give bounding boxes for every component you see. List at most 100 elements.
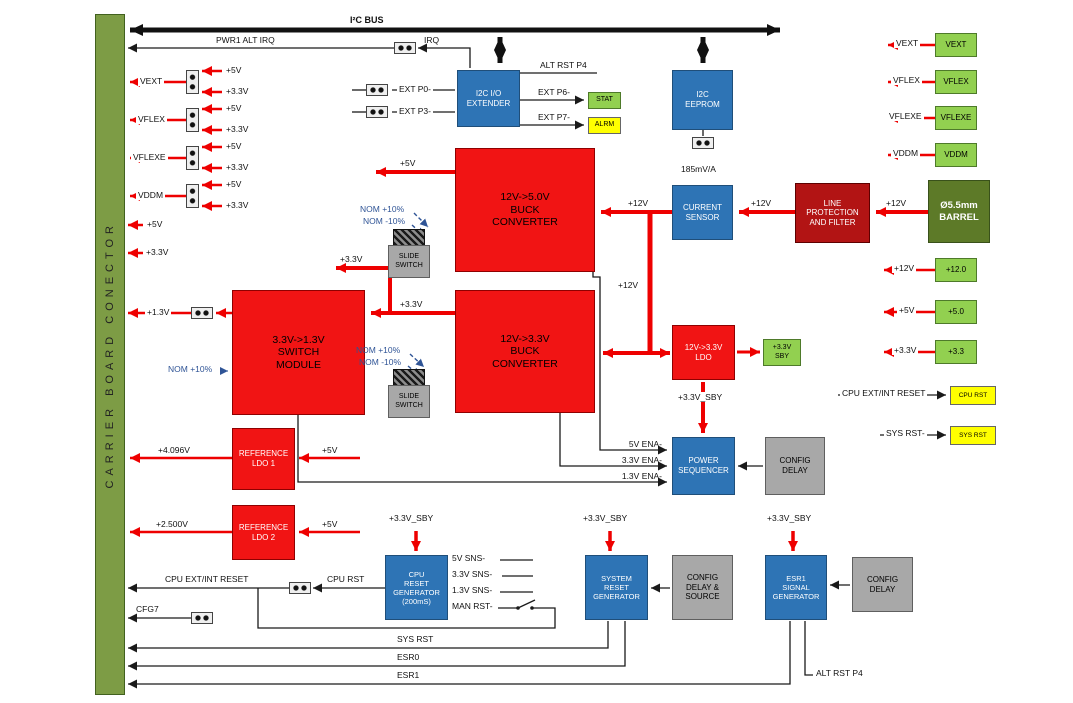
port-cpu-rst: CPU RST xyxy=(950,386,996,405)
ext-p7-label: EXT P7- xyxy=(538,112,570,122)
ena-1v3-label: 1.3V ENA- xyxy=(621,471,662,481)
ldo-12v-3v3-block: 12V->3.3V LDO xyxy=(672,325,735,380)
p5v-label: +5V xyxy=(226,103,242,113)
sby-sys-label: +3.3V_SBY xyxy=(583,513,628,523)
ref1-out-label: +4.096V xyxy=(158,445,190,455)
port-vext: VEXT xyxy=(935,33,977,57)
nom-minus10-label: NOM -10% xyxy=(363,216,406,226)
nom-plus10-label: NOM +10% xyxy=(356,345,401,355)
alrm-indicator: ALRM xyxy=(588,117,621,134)
p12v-label: +12V xyxy=(751,198,772,208)
jumper-cpu-rst xyxy=(289,582,311,594)
sys-rst-right-label: SYS RST- xyxy=(884,428,927,439)
esr0-label: ESR0 xyxy=(397,652,420,662)
p33v-wire-label: +3.3V xyxy=(892,345,919,356)
sns-3v3-label: 3.3V SNS- xyxy=(452,569,493,579)
ext-p3-label: EXT P3- xyxy=(397,106,433,117)
sensitivity-label: 185mV/A xyxy=(679,164,718,175)
config-delay-block-2: CONFIG DELAY xyxy=(852,557,913,612)
vext-wire-label: VEXT xyxy=(894,38,921,49)
buck33-out-label: +3.3V xyxy=(400,299,423,309)
port-vflex: VFLEX xyxy=(935,70,977,94)
pwr1-alt-irq-label: PWR1 ALT IRQ xyxy=(216,35,275,45)
p5v-label: +5V xyxy=(226,141,242,151)
alt-rst-p4-bottom-label: ALT RST P4 xyxy=(816,668,863,678)
carrier-board-connector-label: CARRIER BOARD CONECTOR xyxy=(104,220,116,489)
esr1-signal-generator-block: ESR1 SIGNAL GENERATOR xyxy=(765,555,827,620)
alt-rst-p4-top-label: ALT RST P4 xyxy=(540,60,587,70)
switch-module-block: 3.3V->1.3V SWITCH MODULE xyxy=(232,290,365,415)
i2c-bus-wires xyxy=(130,24,780,63)
jumper-cfg7 xyxy=(191,612,213,624)
port-vddm: VDDM xyxy=(935,143,977,167)
current-sensor-block: CURRENT SENSOR xyxy=(672,185,733,240)
system-reset-generator-block: SYSTEM RESET GENERATOR xyxy=(585,555,648,620)
p33v-label: +3.3V xyxy=(226,124,249,134)
port-sys-rst: SYS RST xyxy=(950,426,996,445)
port-3v3: +3.3 xyxy=(935,340,977,364)
cfg7-label: CFG7 xyxy=(136,604,159,614)
i2c-bus-label: I²C BUS xyxy=(350,15,384,25)
barrel-jack-block: Ø5.5mm BARREL xyxy=(928,180,990,243)
port-vflexe: VFLEXE xyxy=(935,106,977,130)
sys-rst-label: SYS RST xyxy=(397,634,434,644)
cpu-rst-label: CPU RST xyxy=(327,574,365,584)
vddm-wire-label: VDDM xyxy=(891,148,921,159)
slide-switch-2: SLIDE SWITCH xyxy=(388,385,430,418)
jumper-vext xyxy=(186,70,199,94)
p5v-rail-label: +5V xyxy=(147,219,163,229)
jumper-1v3 xyxy=(191,307,213,319)
p33v-rail-label: +3.3V xyxy=(146,247,169,257)
nom-minus10-label: NOM -10% xyxy=(359,357,402,367)
ext-p0-label: EXT P0- xyxy=(397,84,433,95)
port-12v: +12.0 xyxy=(935,258,977,282)
i2c-eeprom-block: I2C EEPROM xyxy=(672,70,733,130)
reference-ldo1-block: REFERENCE LDO 1 xyxy=(232,428,295,490)
sby-cpu-label: +3.3V_SBY xyxy=(389,513,434,523)
ref1-in-label: +5V xyxy=(322,445,338,455)
jumper-vflexe xyxy=(186,146,199,170)
config-delay-block-1: CONFIG DELAY xyxy=(765,437,825,495)
sby-rail-label: +3.3V_SBY xyxy=(676,392,725,403)
stat-indicator: STAT xyxy=(588,92,621,109)
p12v-label: +12V xyxy=(628,198,649,208)
p13v-rail-label: +1.3V xyxy=(145,307,172,318)
jumper-pwr1-irq xyxy=(394,42,416,54)
p12v-wire-label: +12V xyxy=(892,263,917,274)
vflexe-wire-label: VFLEXE xyxy=(887,111,924,122)
sby-3v3-port: +3.3V SBY xyxy=(763,339,801,366)
vddm-label: VDDM xyxy=(136,190,166,201)
jumper-vddm xyxy=(186,184,199,208)
nom-plus10-module-label: NOM +10% xyxy=(168,364,213,374)
port-5v: +5.0 xyxy=(935,300,977,324)
line-protection-block: LINE PROTECTION AND FILTER xyxy=(795,183,870,243)
buck-12v-5v-block: 12V->5.0V BUCK CONVERTER xyxy=(455,148,595,272)
jumper-ext-p3 xyxy=(366,106,388,118)
jumper-eeprom-wp xyxy=(692,137,714,149)
p33v-label: +3.3V xyxy=(226,200,249,210)
ref2-out-label: +2.500V xyxy=(156,519,188,529)
buck-12v-3v3-block: 12V->3.3V BUCK CONVERTER xyxy=(455,290,595,413)
jumper-vflex xyxy=(186,108,199,132)
vflexe-label: VFLEXE xyxy=(131,152,168,163)
p5v-label: +5V xyxy=(226,179,242,189)
ena-3v3-label: 3.3V ENA- xyxy=(621,455,662,465)
buck5-out-label: +5V xyxy=(400,158,416,168)
esr1-label: ESR1 xyxy=(397,670,420,680)
slide-switch-actuator-2 xyxy=(393,369,425,386)
slide-switch-actuator-1 xyxy=(393,229,425,246)
nom-plus10-label: NOM +10% xyxy=(360,204,405,214)
sns-1v3-label: 1.3V SNS- xyxy=(452,585,493,595)
p33v-label: +3.3V xyxy=(226,162,249,172)
signal-wires xyxy=(128,43,946,689)
slide-switch-1: SLIDE SWITCH xyxy=(388,245,430,278)
i2c-io-extender-block: I2C I/O EXTENDER xyxy=(457,70,520,127)
reference-ldo2-block: REFERENCE LDO 2 xyxy=(232,505,295,560)
sns-5v-label: 5V SNS- xyxy=(452,553,486,563)
ref2-in-label: +5V xyxy=(322,519,338,529)
p12v-label: +12V xyxy=(886,198,907,208)
p5v-wire-label: +5V xyxy=(897,305,917,316)
ena-5v-label: 5V ENA- xyxy=(628,439,662,449)
irq-label: IRQ xyxy=(424,35,440,45)
